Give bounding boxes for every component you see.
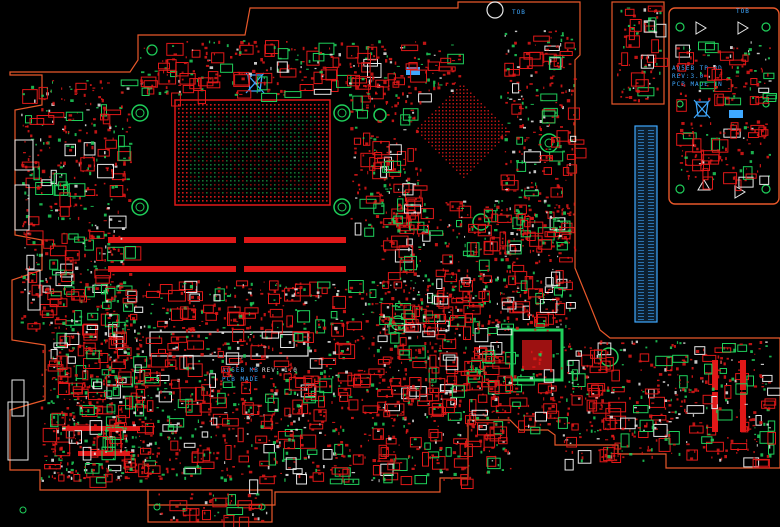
mounting-hole — [486, 1, 504, 19]
mounting-hole — [258, 503, 266, 511]
mounting-hole — [131, 198, 149, 216]
mounting-hole — [599, 347, 619, 367]
mounting-hole — [373, 108, 387, 122]
main-board-top-label: TOB — [512, 9, 526, 16]
right-connector-c — [712, 392, 718, 432]
bottom-connector-1 — [62, 426, 140, 431]
weee-bin-icon — [693, 99, 711, 119]
pch-bga-area — [417, 85, 510, 178]
main-board-outline — [9, 1, 780, 506]
cpu-outline — [174, 99, 331, 206]
mounting-hole — [146, 44, 158, 56]
mounting-hole — [19, 506, 27, 514]
ec-chip — [510, 328, 564, 382]
side-board-name: AQ5EB TP BD — [672, 65, 723, 72]
mounting-hole — [131, 104, 149, 122]
bottom-connector-2 — [78, 451, 130, 456]
side-board-hole — [675, 22, 685, 32]
right-connector-b — [740, 360, 746, 390]
side-board-rev: REV:3.0 — [672, 73, 704, 80]
side-board-arrow-icon — [695, 21, 707, 35]
mounting-hole — [153, 503, 161, 511]
memory-slot-pads-2b — [244, 266, 346, 272]
right-connector-d — [740, 392, 746, 432]
memory-slot-pads-1a — [108, 237, 236, 243]
component-pads — [7, 5, 780, 527]
ul-mark-icon — [729, 110, 743, 118]
cpu-bga-area — [178, 104, 328, 202]
main-board-name: AQ5EB MB — [222, 367, 259, 374]
fpc-connector-pins — [638, 130, 654, 320]
side-board-made: PCB MADE IN — [672, 81, 723, 88]
side-board-arrow-icon — [697, 179, 711, 191]
side-board-hole — [761, 184, 771, 194]
side-board-hole — [762, 100, 770, 108]
memory-slot-pads-2a — [108, 266, 236, 272]
side-board-arrow-icon — [734, 185, 746, 199]
main-board-made: PCB MADE — [222, 376, 259, 383]
side-board-top-label: TOB — [736, 8, 750, 15]
side-board-hole — [675, 184, 685, 194]
side-board-arrow-icon — [737, 21, 749, 35]
mounting-hole — [333, 198, 351, 216]
memory-slot-pads-1b — [244, 237, 346, 243]
mounting-hole — [333, 104, 351, 122]
main-board-rev: REV: — [262, 367, 280, 374]
top-right-module-outline — [611, 1, 665, 105]
side-board-hole — [676, 100, 684, 108]
side-board-hole — [761, 22, 771, 32]
side-board-outline — [668, 7, 780, 205]
bottom-sub-board-outline — [147, 489, 273, 523]
mounting-hole — [539, 133, 559, 153]
ul-mark-icon — [406, 67, 420, 75]
